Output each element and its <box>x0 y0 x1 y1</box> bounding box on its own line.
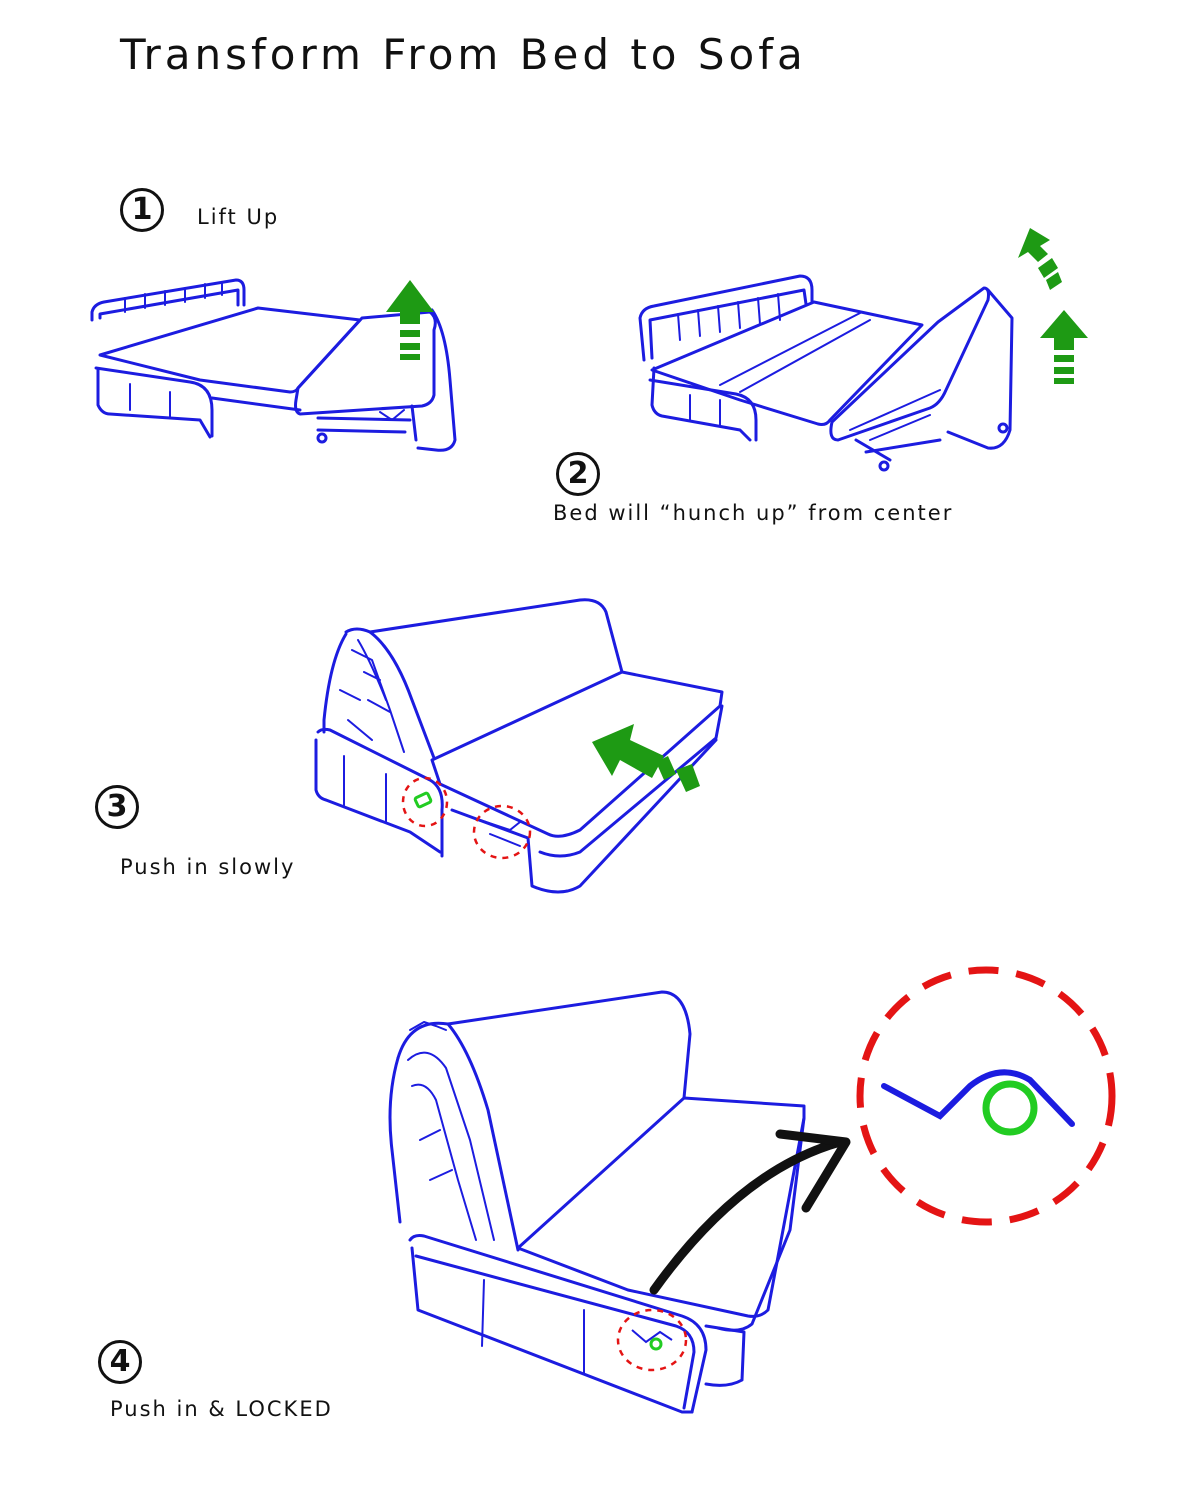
step-3-caption: Push in slowly <box>120 855 296 879</box>
step-2-caption: Bed will “hunch up” from center <box>553 501 954 525</box>
step-3-sofa-illustration <box>314 598 724 894</box>
step-4-sofa-illustration <box>388 990 851 1414</box>
step-4-caption: Push in & LOCKED <box>110 1397 333 1421</box>
step-1-number: 1 <box>120 188 164 232</box>
step-4-number: 4 <box>98 1340 142 1384</box>
step-1-caption: Lift Up <box>197 205 280 229</box>
step-1-bed-illustration <box>90 278 457 452</box>
step-3-number: 3 <box>95 785 139 829</box>
step-2-bed-illustration <box>638 228 1088 472</box>
lock-detail-zoom <box>856 966 1116 1226</box>
page-title: Transform From Bed to Sofa <box>120 30 807 79</box>
step-2-number: 2 <box>556 452 600 496</box>
